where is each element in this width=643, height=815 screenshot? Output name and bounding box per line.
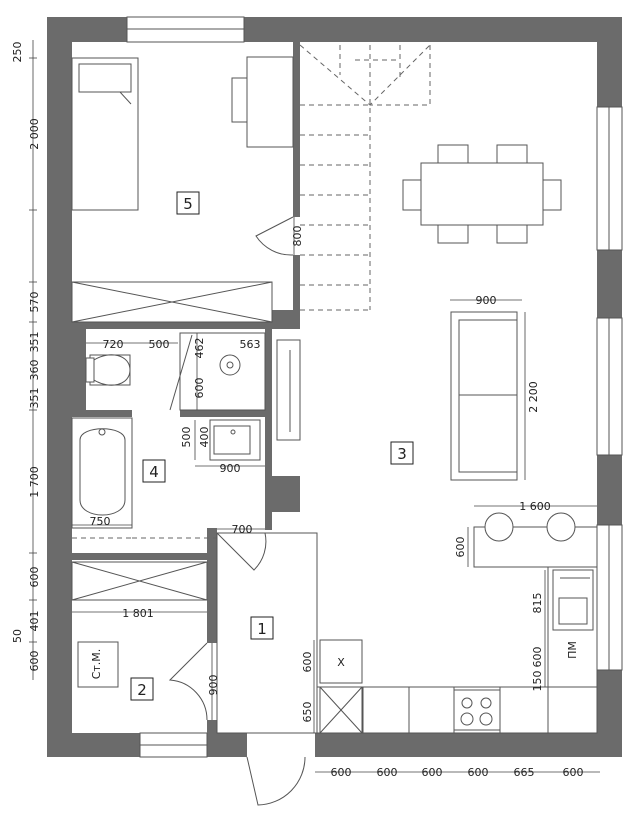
dim-bath-500a: 500 [149,338,170,351]
desk-chair [231,77,248,123]
dim-bath-462: 462 [193,338,206,359]
dishwasher-label: ПМ [566,641,579,659]
dim-bottom-600a: 600 [331,766,352,779]
dim-sofa-900: 900 [476,294,497,307]
washing-machine [77,641,119,688]
room-2-label: 2 [137,681,147,699]
dimension-labels: 250 2 000 570 351 360 351 1 700 600 401 … [11,42,584,780]
bathroom: 4 [71,332,266,539]
dim-door-900: 900 [207,675,220,696]
stove [453,689,501,731]
dim-bottom-600e: 600 [563,766,584,779]
bathtub [71,417,133,529]
dim-kitchen-150: 150 [531,671,544,692]
tv-stand [276,339,301,441]
dim-left-351b: 351 [28,388,41,409]
kitchen-sink [552,569,594,631]
pillow [78,63,132,93]
exterior-walls [47,17,622,757]
dim-left-600a: 600 [28,567,41,588]
dimension-lines [29,40,600,773]
dim-bottom-600b: 600 [377,766,398,779]
dim-left-351a: 351 [28,332,41,353]
dim-left-1700: 1 700 [28,466,41,498]
dim-bath-900: 900 [220,462,241,475]
toilet [89,354,131,386]
dim-left-401: 401 [28,611,41,632]
dim-bath-720: 720 [103,338,124,351]
dim-bottom-600c: 600 [422,766,443,779]
dim-left-250: 250 [11,42,24,63]
room-5-label: 5 [183,195,193,213]
dining-table [420,162,544,226]
windows [126,16,623,758]
dim-left-600b: 600 [28,651,41,672]
dim-bath-400: 400 [198,427,211,448]
hallway: Х 1 ПМ [216,532,579,806]
dim-bath-500b: 500 [180,427,193,448]
utility-room: Ст.М. 2 [71,561,208,721]
fridge-label: Х [337,656,345,669]
bedroom: 5 [71,56,294,323]
dim-bottom-665: 665 [514,766,535,779]
staircase [299,44,431,311]
room-4-label: 4 [149,463,159,481]
dim-kitchen-600: 600 [531,647,544,668]
dim-left-2000: 2 000 [28,118,41,150]
dim-sofa-2200: 2 200 [527,381,540,413]
dim-hall-600: 600 [301,652,314,673]
dim-door-800: 800 [291,226,304,247]
dim-island-1600: 1 600 [519,500,551,513]
dim-left-50: 50 [11,629,24,643]
room-3-label: 3 [397,445,407,463]
washing-machine-label: Ст.М. [90,649,103,680]
dim-hall-700: 700 [232,523,253,536]
desk [246,56,294,148]
dim-bottom-600d: 600 [468,766,489,779]
bath-sink [209,419,261,461]
room-1-label: 1 [257,620,267,638]
fridge [319,639,363,684]
dim-closet-1801: 1 801 [122,607,154,620]
dim-island-600: 600 [454,537,467,558]
dim-hall-650: 650 [301,702,314,723]
dim-bath-563: 563 [240,338,261,351]
dim-bath-750: 750 [90,515,111,528]
dim-bath-600: 600 [193,378,206,399]
dim-left-360: 360 [28,360,41,381]
dim-kitchen-815: 815 [531,593,544,614]
dim-left-570: 570 [28,292,41,313]
interior-walls [72,42,300,733]
